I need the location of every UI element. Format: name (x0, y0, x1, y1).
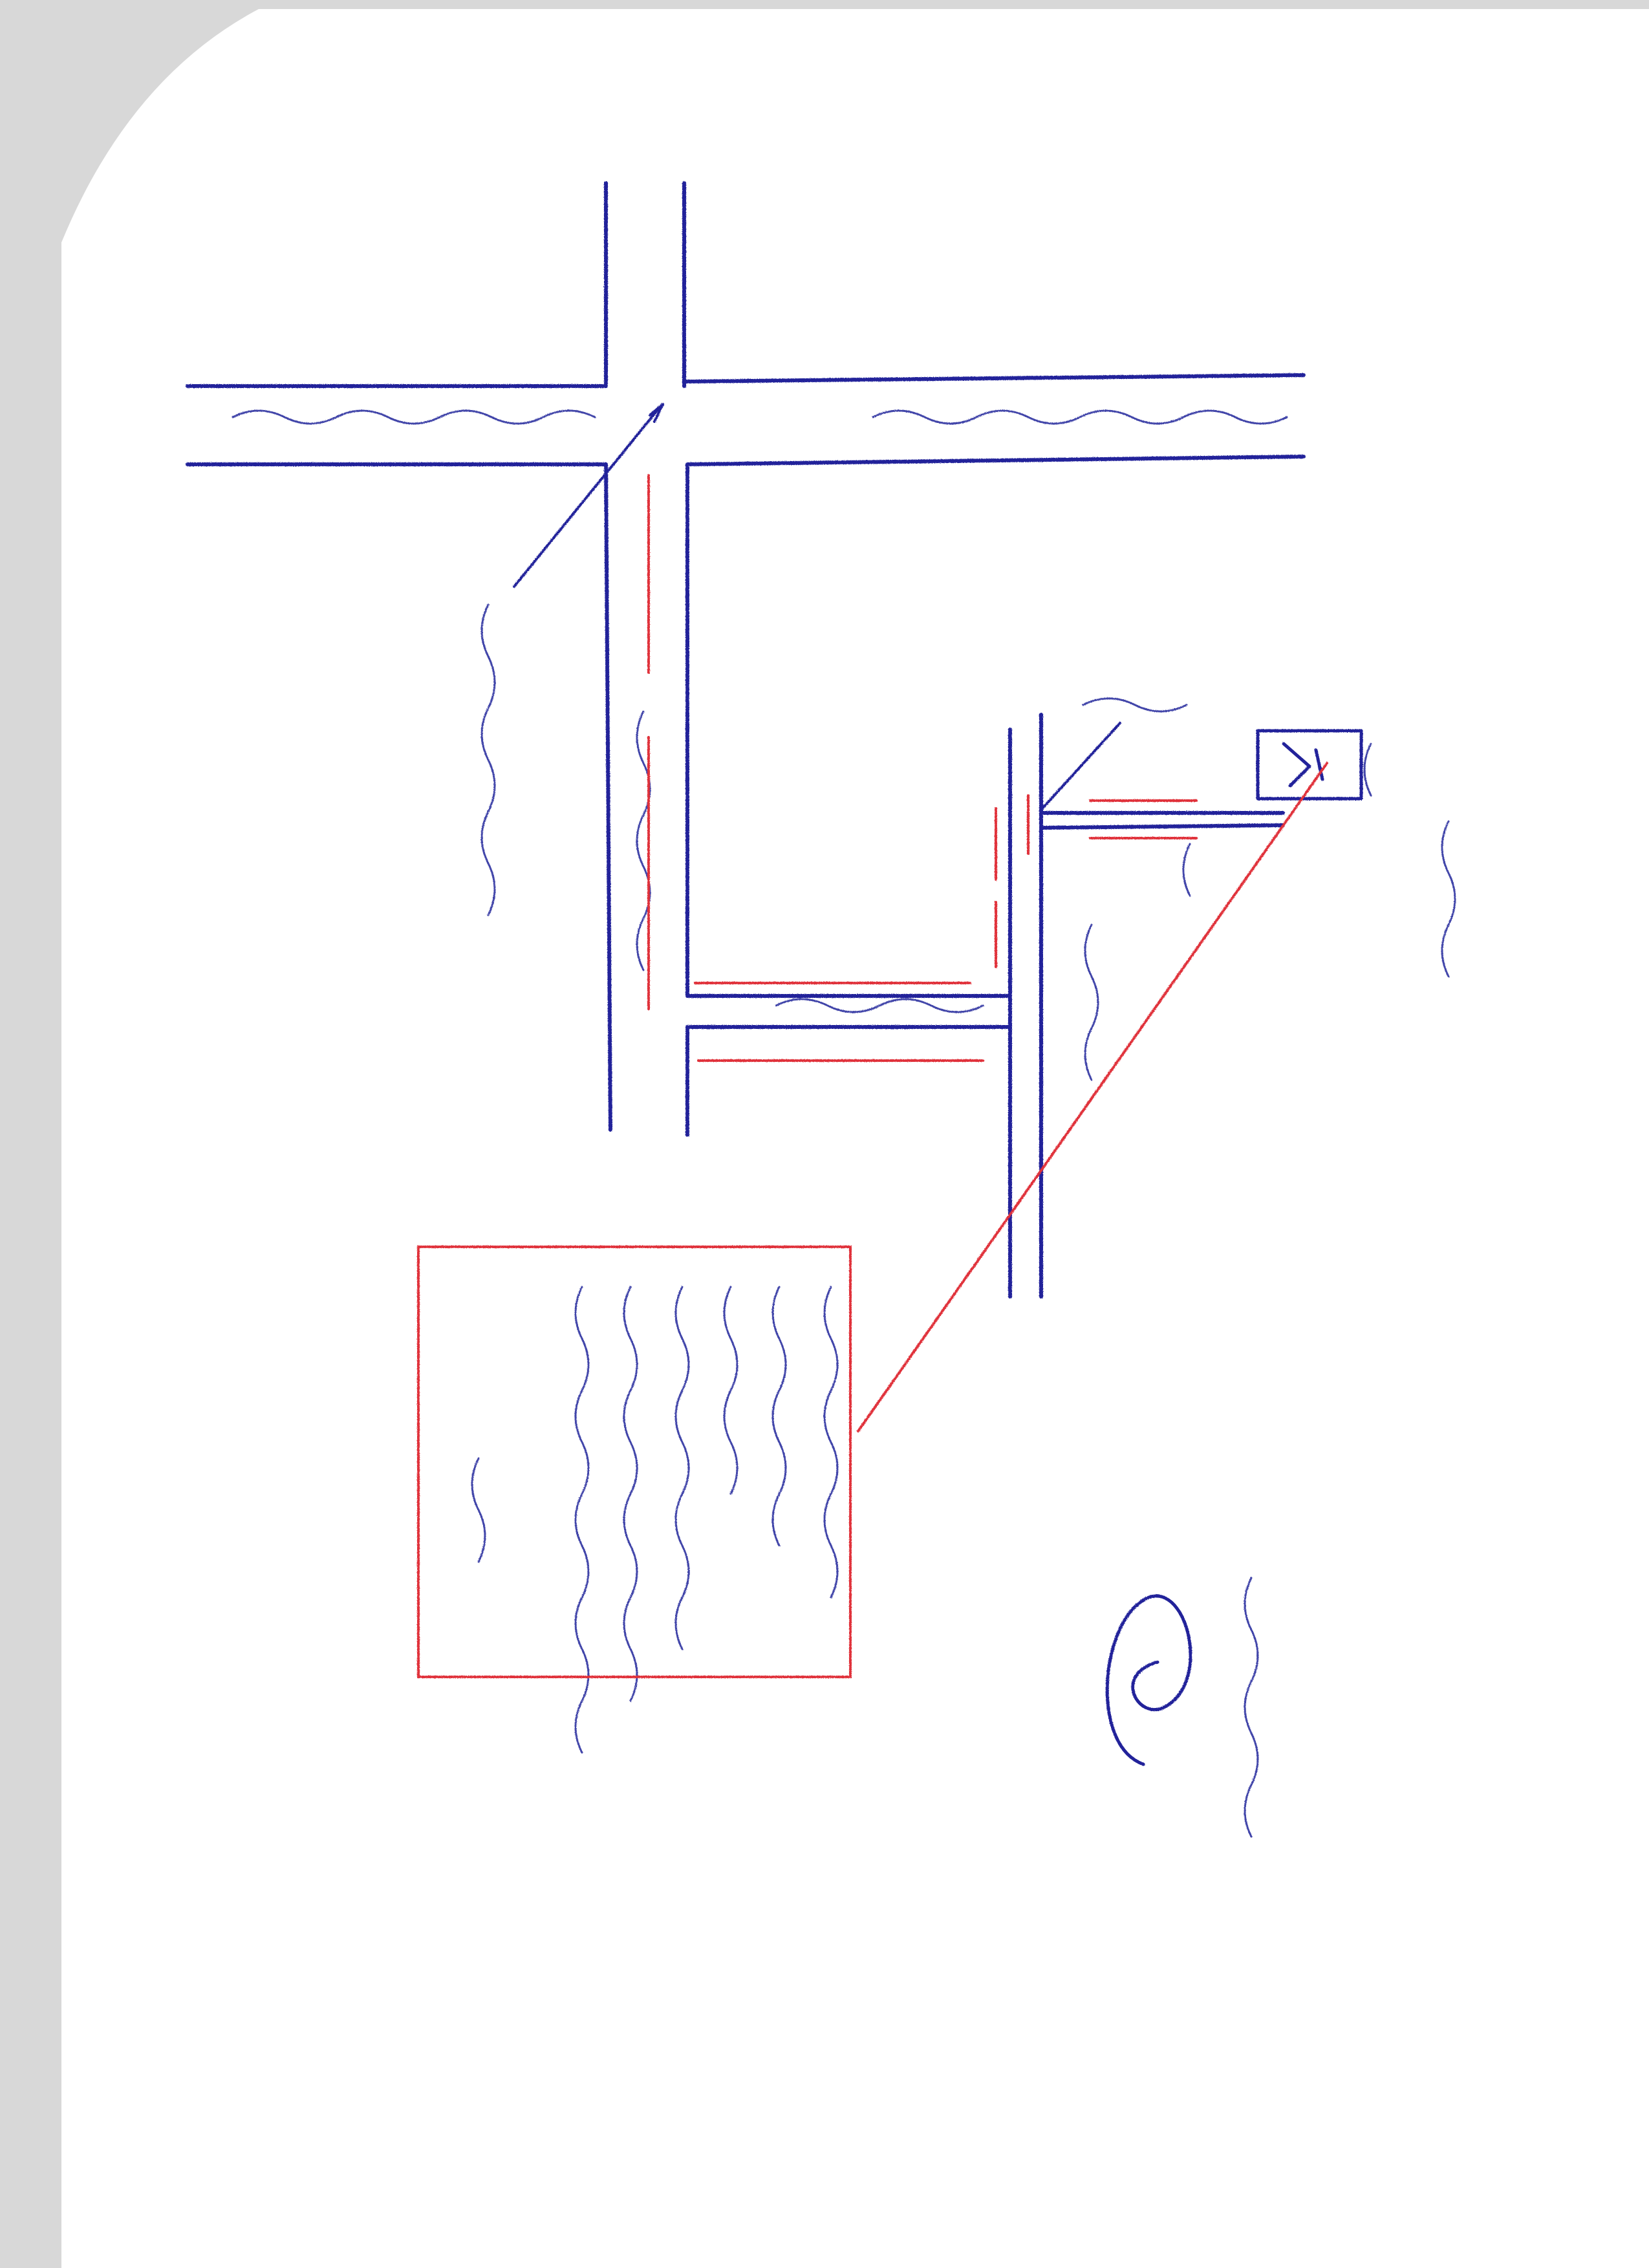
red-leader-line (857, 762, 1328, 1432)
signature (1105, 1594, 1192, 1766)
cross-road (186, 181, 1306, 466)
red-note-box (417, 1246, 852, 1678)
side-road (685, 713, 1285, 1299)
handwritten-marks (232, 409, 1456, 1838)
plot-leader (1041, 722, 1121, 810)
intersection-arrow (513, 403, 664, 588)
main-road (604, 462, 689, 1137)
plot-marker (1256, 729, 1363, 801)
red-road-markings (647, 474, 1198, 1062)
